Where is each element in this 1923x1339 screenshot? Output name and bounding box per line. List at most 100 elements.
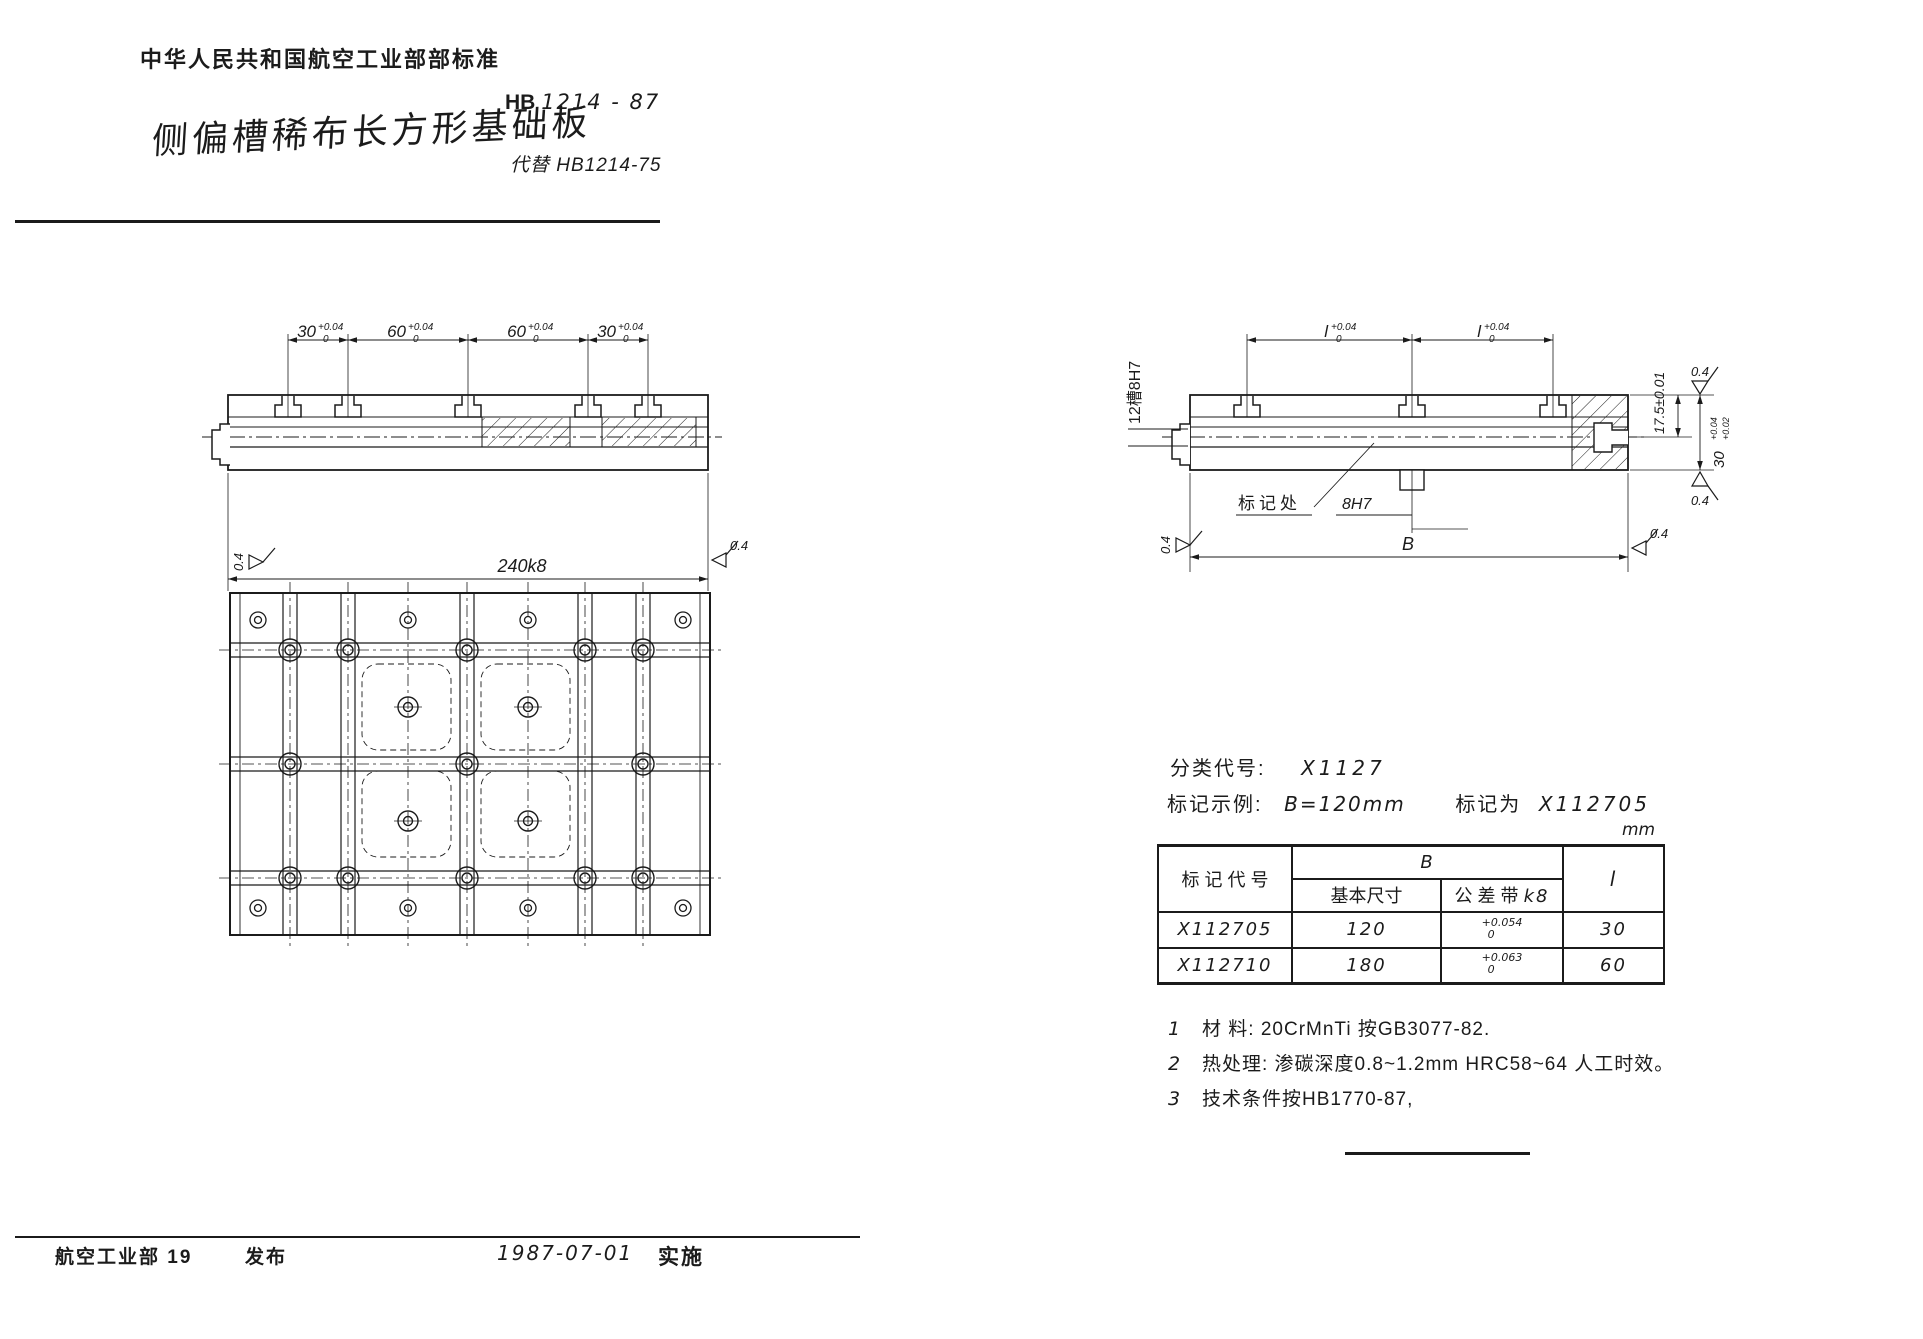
- tolerance-header-text: 公 差 带: [1454, 886, 1524, 906]
- dim-depth-tol-lower: +0.02: [1721, 417, 1731, 440]
- marking-example-line: 标记示例: B=120mm 标记为 X112705: [1167, 788, 1650, 817]
- standard-code-number: 1214 - 87: [541, 90, 661, 114]
- row1-code: X112705: [1157, 910, 1293, 949]
- roughness-mark-B-left-icon: 0.4: [1158, 530, 1203, 554]
- dim-tol-upper-4: +0.04: [618, 322, 644, 333]
- note-2-number: 2: [1168, 1053, 1182, 1075]
- col-header-basic-size: 基本尺寸: [1291, 877, 1442, 913]
- col-header-tolerance: 公 差 带 k8: [1440, 877, 1564, 913]
- row2-tol-upper: +0.063: [1481, 951, 1523, 965]
- end-of-text-mark: [1345, 1152, 1530, 1155]
- roughness-left-value: 0.4: [231, 553, 246, 571]
- marking-result-code: X112705: [1538, 792, 1650, 816]
- note-3-text: 技术条件按HB1770-87,: [1202, 1089, 1414, 1110]
- dim-tol-upper-2: +0.04: [408, 322, 434, 333]
- slot-size-label: 8H7: [1342, 496, 1372, 513]
- roughness-B-right-value: 0.4: [1650, 526, 1668, 541]
- col-header-B: B: [1291, 844, 1564, 880]
- roughness-top-right-value: 0.4: [1691, 364, 1709, 379]
- edge-holes: [249, 611, 692, 917]
- dim-l2-tol-upper: +0.04: [1484, 322, 1510, 333]
- footer-issuer: 航空工业部 19: [55, 1247, 193, 1268]
- dim-l2-tol-lower: 0: [1489, 334, 1495, 345]
- roughness-mark-top-right-icon: 0.4: [1690, 364, 1719, 396]
- note-1-number: 1: [1168, 1018, 1182, 1040]
- side-view-drawing: l +0.04 0 l +0.04 0 12槽8H7 17.5±0.01: [1126, 322, 1731, 572]
- technical-notes: 1 材 料: 20CrMnTi 按GB3077-82. 2 热处理: 渗碳深度0.8…: [1168, 1012, 1674, 1117]
- cell-center-holes: [394, 696, 542, 832]
- front-view-drawing: 30 +0.04 0 60 +0.04 0 60 +0.04 0 30 +0.0…: [202, 322, 748, 591]
- dim-tol-lower-3: 0: [533, 334, 539, 345]
- col-header-code: 标 记 代 号: [1157, 844, 1293, 913]
- header-divider: [15, 220, 660, 223]
- dim-label-30-right: 30: [597, 322, 616, 341]
- dim-depth-tol-upper: +0.04: [1709, 417, 1719, 440]
- note-3-number: 3: [1168, 1088, 1182, 1110]
- footer-implement-label: 实施: [658, 1246, 704, 1269]
- note-1-text: 材 料: 20CrMnTi 按GB3077-82.: [1202, 1019, 1491, 1040]
- note-line-3: 3 技术条件按HB1770-87,: [1168, 1082, 1674, 1117]
- marking-result-label: 标记为: [1455, 794, 1522, 816]
- dim-l1-tol-lower: 0: [1336, 334, 1342, 345]
- roughness-mark-bottom-right-icon: 0.4: [1691, 470, 1719, 508]
- dim-label-l1: l: [1324, 322, 1329, 341]
- supersedes-note: 代替 HB1214-75: [510, 155, 662, 176]
- note-line-2: 2 热处理: 渗碳深度0.8~1.2mm HRC58~64 人工时效。: [1168, 1047, 1674, 1082]
- row2-l: 60: [1562, 946, 1665, 985]
- standard-code: HB 1214 - 87: [505, 90, 660, 115]
- dim-tol-lower-2: 0: [413, 334, 419, 345]
- roughness-right-value: 0.4: [730, 538, 748, 553]
- table-unit-label: mm: [1622, 820, 1656, 840]
- standard-code-prefix: HB: [505, 91, 536, 114]
- mark-location-label: 标记处: [1238, 494, 1301, 513]
- note-2-text: 热处理: 渗碳深度0.8~1.2mm HRC58~64 人工时效。: [1202, 1054, 1675, 1075]
- class-code-value: X1127: [1301, 756, 1386, 780]
- footer-divider: [15, 1236, 860, 1238]
- slot-intersection-holes: [278, 638, 655, 890]
- marking-example-label: 标记示例:: [1167, 794, 1263, 816]
- dim-label-height: 17.5±0.01: [1651, 372, 1667, 434]
- dim-label-60-right: 60: [507, 322, 526, 341]
- dim-tol-lower-1: 0: [323, 334, 329, 345]
- row1-l: 30: [1562, 910, 1665, 949]
- row1-tol-lower: 0: [1487, 927, 1495, 941]
- marking-example-value: B=120mm: [1284, 792, 1406, 816]
- size-table: 标 记 代 号 B l 基本尺寸 公 差 带 k8 X112705 120 +0…: [1157, 844, 1665, 985]
- dim-label-60-left: 60: [387, 322, 406, 341]
- dim-tol-upper-3: +0.04: [528, 322, 554, 333]
- row2-basic: 180: [1291, 946, 1442, 985]
- slot-count-label: 12槽8H7: [1126, 361, 1144, 424]
- roughness-mark-B-right-icon: 0.4: [1630, 526, 1668, 556]
- roughness-B-left-value: 0.4: [1158, 536, 1173, 554]
- footer-publish-label: 发布: [245, 1247, 288, 1268]
- roughness-mark-left-icon: 0.4: [231, 547, 276, 571]
- roughness-bottom-right-value: 0.4: [1691, 493, 1709, 508]
- row1-basic: 120: [1291, 910, 1442, 949]
- roughness-mark-right-icon: 0.4: [710, 538, 748, 568]
- row1-tol-upper: +0.054: [1481, 915, 1523, 929]
- dim-tol-upper-1: +0.04: [318, 322, 344, 333]
- plan-view-drawing: [219, 582, 721, 946]
- ministry-header: 中华人民共和国航空工业部部标准: [140, 47, 501, 72]
- dim-l1-tol-upper: +0.04: [1331, 322, 1357, 333]
- dim-label-30-left: 30: [297, 322, 316, 341]
- class-code-label: 分类代号:: [1170, 758, 1266, 780]
- footer-date: 1987-07-01: [497, 1241, 634, 1265]
- note-line-1: 1 材 料: 20CrMnTi 按GB3077-82.: [1168, 1012, 1674, 1047]
- classification-line: 分类代号: X1127: [1170, 752, 1386, 781]
- dim-label-overall-width: 240k8: [496, 556, 546, 576]
- dim-label-B: B: [1402, 534, 1414, 554]
- dim-label-l2: l: [1477, 322, 1482, 341]
- tolerance-header-code: k8: [1523, 886, 1550, 907]
- dim-label-depth: 30: [1711, 451, 1728, 468]
- dim-tol-lower-4: 0: [623, 334, 629, 345]
- col-header-l: l: [1562, 844, 1665, 913]
- row2-code: X112710: [1157, 946, 1293, 985]
- front-dim-arrows: [288, 337, 648, 343]
